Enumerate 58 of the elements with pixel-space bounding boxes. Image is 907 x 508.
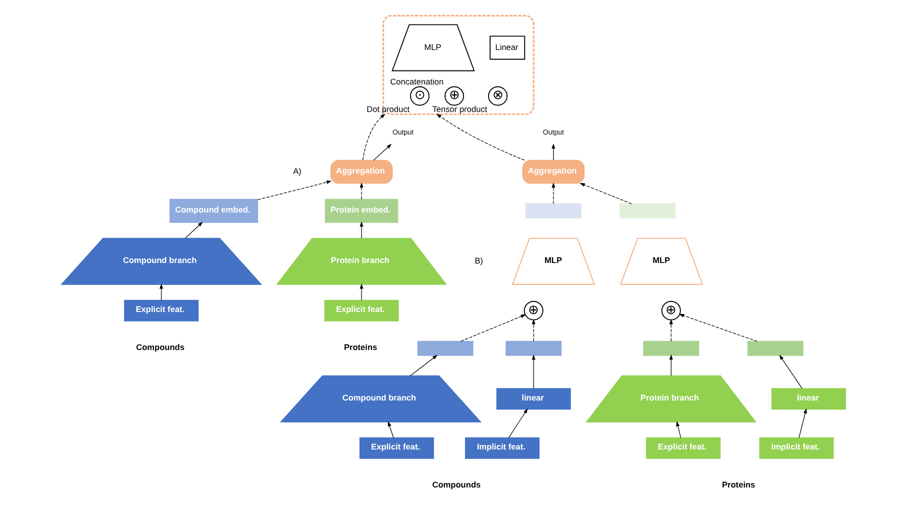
node-box [506, 340, 562, 356]
node-label: Dot product [366, 104, 410, 114]
arrow [798, 408, 807, 438]
arrow [373, 144, 392, 161]
node-box: Linear [490, 36, 526, 60]
node-circle: ⊙ [410, 86, 430, 106]
node-label: Concatenation [390, 76, 444, 86]
arrow [360, 221, 364, 238]
arrow [779, 354, 802, 389]
arrow [436, 114, 525, 161]
arrow [669, 319, 673, 342]
arrow [160, 284, 164, 301]
node-box [417, 340, 474, 356]
node-box [643, 340, 700, 356]
node-box: Explicit feat. [124, 300, 199, 322]
node-box: Explicit feat. [646, 437, 721, 459]
node-circle: ⊕ [524, 300, 544, 320]
node-box: Implicit feat. [759, 437, 834, 459]
label: Proteins [722, 479, 756, 490]
node-box [619, 203, 676, 218]
arrow [388, 421, 394, 438]
label: Proteins [344, 342, 378, 352]
arrow [580, 182, 632, 204]
arrow [552, 182, 556, 204]
node-box [525, 203, 582, 218]
arrow [257, 180, 332, 200]
arrow [360, 182, 364, 200]
arrow [460, 314, 526, 342]
arrow [532, 354, 536, 389]
node-box: linear [496, 388, 571, 410]
arrow [552, 143, 556, 161]
node-box: Explicit feat. [359, 437, 434, 459]
node-box: Implicit feat. [465, 437, 540, 459]
node-circle: ⊕ [444, 86, 464, 106]
arrow [362, 114, 386, 160]
node-box: linear [771, 388, 846, 410]
arrow [185, 222, 203, 238]
arrow [678, 314, 758, 342]
node-box: Explicit feat. [324, 300, 399, 322]
node-circle: ⊗ [488, 86, 508, 106]
node-circle: ⊕ [661, 300, 681, 320]
label: Compounds [136, 342, 184, 352]
node-box: Compound embed. [170, 198, 258, 223]
arrow [410, 354, 438, 376]
node-box [747, 340, 804, 356]
cluster [382, 14, 534, 116]
node-box: Aggregation [522, 160, 585, 184]
node-label: Tensor product [432, 104, 488, 114]
label: Compounds [432, 479, 481, 490]
arrow [676, 421, 682, 438]
label: A) [293, 166, 302, 176]
label: B) [474, 256, 484, 266]
arrow [508, 408, 528, 438]
node-box: Aggregation [330, 160, 393, 184]
arrow [360, 284, 364, 301]
node-box: Protein embed. [324, 198, 398, 223]
arrow [532, 319, 536, 342]
arrow [669, 354, 673, 376]
